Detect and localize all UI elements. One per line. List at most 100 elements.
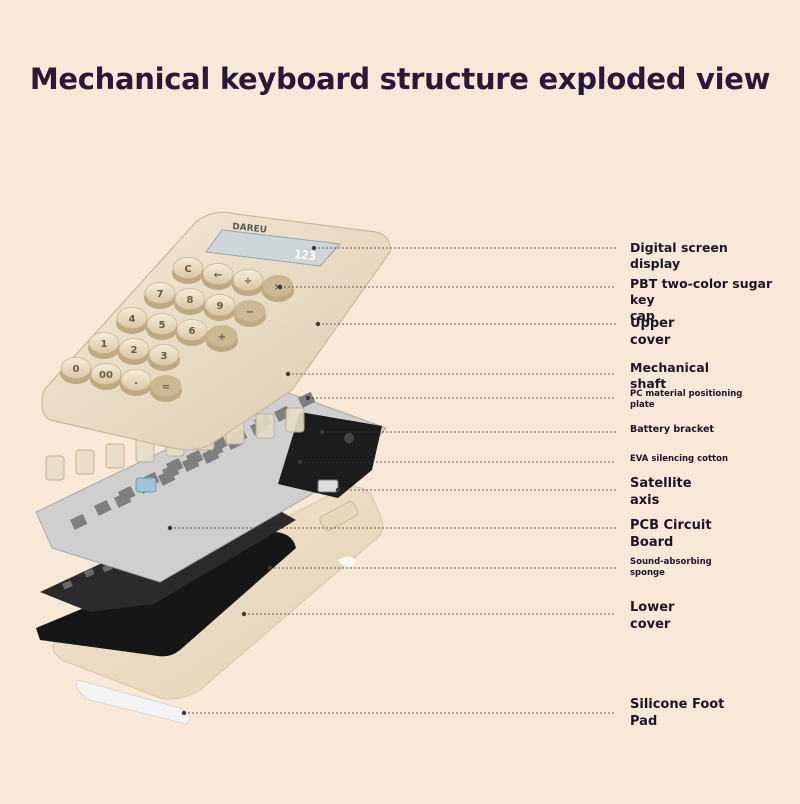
- pbt-keycap: [204, 294, 236, 316]
- pbt-keycap: [60, 357, 92, 379]
- label-line: Upper: [630, 316, 675, 331]
- keycap-legend: ←: [214, 270, 222, 281]
- label-line: Sound-absorbing: [630, 557, 712, 567]
- leader-dot: [315, 321, 321, 327]
- leader-dot: [319, 429, 325, 435]
- keycap-legend: 2: [131, 345, 138, 356]
- label-line: PBT two-color sugar key: [630, 276, 773, 307]
- battery-bracket-connector: [317, 479, 339, 493]
- pbt-keycap: [202, 263, 234, 285]
- leader-dot: [311, 245, 317, 251]
- label-line: Lower: [630, 600, 675, 615]
- battery-bracket: [278, 412, 382, 498]
- label-line: plate: [630, 399, 655, 410]
- plate-switch-cutout: [70, 513, 88, 530]
- plate-switch-cutout: [94, 499, 112, 516]
- label-line: EVA silencing cotton: [630, 454, 728, 464]
- pbt-keycap: [144, 282, 176, 304]
- keycap-legend: 1: [101, 339, 108, 350]
- mechanical-shaft-switch: [255, 413, 275, 439]
- keycap-legend: 8: [187, 295, 194, 306]
- pbt-keycap: [262, 275, 294, 297]
- pbt-keycap: [148, 344, 180, 366]
- keycap-legend: C: [184, 264, 191, 275]
- keycap-legend: 00: [99, 370, 113, 381]
- pbt-keycap: [116, 307, 148, 329]
- pbt-keycap: [174, 288, 206, 310]
- label-line: Silicone Foot: [630, 697, 725, 712]
- label-line: PC material positioning: [630, 389, 743, 399]
- label-line: Battery bracket: [630, 424, 714, 435]
- plate-switch-cutout: [166, 457, 184, 474]
- leader-dot: [285, 371, 291, 377]
- mechanical-shaft-switch: [75, 449, 95, 475]
- mechanical-shaft-switch: [285, 407, 305, 433]
- label-line: Satellite: [630, 476, 692, 491]
- label-line: Pad: [630, 713, 658, 729]
- display-readout: 123: [294, 247, 317, 263]
- pcb-switch-socket: [84, 568, 95, 578]
- label-line: Mechanical: [630, 360, 709, 375]
- label-line: shaft: [630, 376, 667, 391]
- satellite-axis-stabilizer: [135, 477, 157, 493]
- leader-dot: [305, 395, 311, 401]
- label-line: Digital screen: [630, 240, 728, 255]
- leader-dot: [297, 459, 303, 465]
- label-line: cover: [630, 616, 671, 632]
- leader-dot: [277, 284, 283, 290]
- pbt-keycap: [234, 300, 266, 322]
- pbt-keycap: [150, 375, 182, 397]
- pbt-keycap: [90, 363, 122, 385]
- pbt-keycap: [88, 332, 120, 354]
- battery-bracket-screw: [344, 433, 354, 443]
- leader-dot: [181, 710, 187, 716]
- pbt-keycap: [120, 369, 152, 391]
- lower-cover-battery-slot: [319, 500, 359, 532]
- label-battery-bracket: Battery bracket: [630, 424, 714, 436]
- silicone-foot-pad: [76, 679, 191, 725]
- keycap-legend: ÷: [244, 276, 252, 287]
- keycap-legend: =: [162, 382, 170, 393]
- keycap-legend: +: [218, 332, 226, 343]
- keycap-legend: 9: [217, 301, 224, 312]
- label-line: sponge: [630, 567, 665, 578]
- label-line: display: [630, 256, 681, 271]
- mechanical-shaft-switch: [45, 455, 65, 481]
- lower-cover-foot-detail: [338, 556, 356, 567]
- label-line: cap: [630, 308, 655, 323]
- pbt-keycap: [172, 257, 204, 279]
- keycap-legend: 3: [161, 351, 168, 362]
- label-line: axis: [630, 492, 660, 508]
- pbt-keycap: [118, 338, 150, 360]
- digital-screen-panel: [205, 229, 342, 267]
- pcb-switch-socket: [61, 580, 73, 590]
- plate-switch-cutout: [186, 449, 204, 466]
- keycap-legend: −: [246, 307, 254, 318]
- keycap-legend: 6: [189, 326, 196, 337]
- leader-dot: [167, 525, 173, 531]
- label-line: cover: [630, 332, 671, 348]
- leader-dot: [241, 611, 247, 617]
- pbt-keycap: [176, 319, 208, 341]
- keycap-legend: 4: [129, 314, 136, 325]
- keycap-legend: 7: [157, 289, 164, 300]
- label-line: PCB Circuit: [630, 518, 712, 533]
- mechanical-shaft-switch: [105, 443, 125, 469]
- pbt-keycap: [232, 269, 264, 291]
- pbt-keycap: [206, 325, 238, 347]
- leader-dot: [335, 487, 341, 493]
- pbt-keycap: [146, 313, 178, 335]
- keycap-legend: 0: [73, 364, 80, 375]
- plate-switch-cutout: [297, 391, 316, 408]
- label-eva-cotton: EVA silencing cotton: [630, 454, 728, 465]
